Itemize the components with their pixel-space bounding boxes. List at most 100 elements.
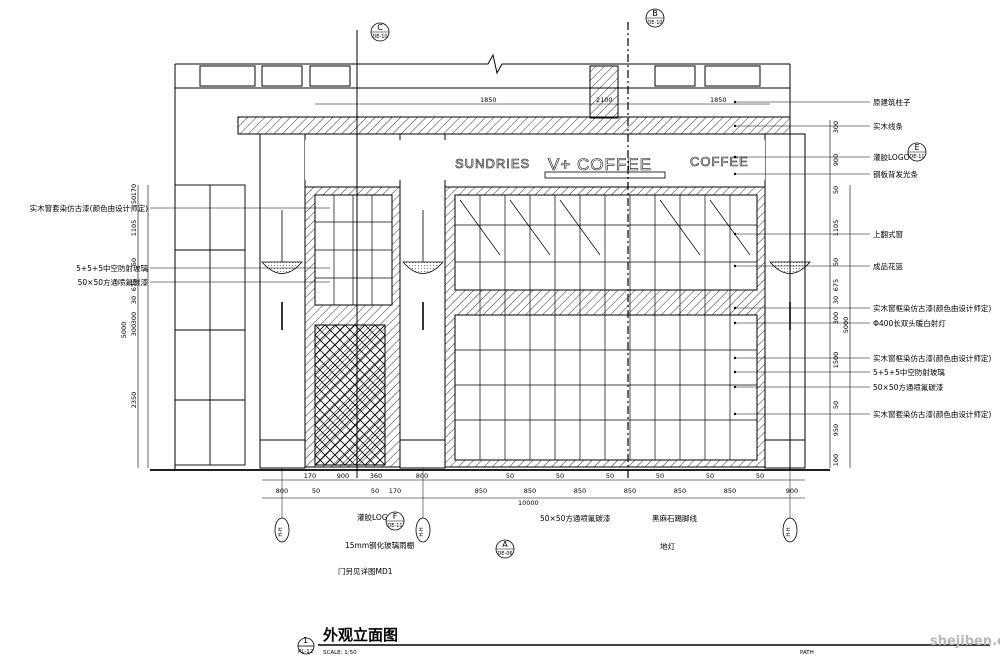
dims-right-b: 1500 50 950 100 5000 xyxy=(832,317,850,466)
dim-right-value: 675 xyxy=(832,279,840,291)
wall-lights xyxy=(281,302,791,330)
dim-left-value: 675 xyxy=(130,279,138,291)
sign-left: SUNDRIES xyxy=(455,156,530,171)
dim-bottom-value: 850 xyxy=(475,487,487,495)
path-label: PATH xyxy=(800,650,814,656)
flower-baskets xyxy=(261,210,811,274)
grid-bubble-label: H-H xyxy=(419,527,425,537)
section-bubble-letter: A xyxy=(502,540,508,549)
section-bubble-letter: C xyxy=(377,23,383,32)
sign-center: V+ COFFEE xyxy=(548,155,652,174)
dim-right-value: 50 xyxy=(832,258,840,266)
dim-bottom-value: 50 xyxy=(506,472,514,480)
dim-bottom-value: 50 xyxy=(312,487,320,495)
annotation-right-item: 钢板背发光条 xyxy=(873,169,918,179)
annotation-right-item: 实木窗框染仿古漆(颜色由设计师定) xyxy=(873,303,991,313)
dims-top: 1850 2100 1850 xyxy=(480,96,727,104)
drawing-scale: SCALE: 1:50 xyxy=(323,650,357,656)
dim-bottom-value: 850 xyxy=(674,487,686,495)
annotation-left-item: 50×50方通喷氟碳漆 xyxy=(78,277,149,287)
dim-total: 10000 xyxy=(518,499,539,507)
grid-bubble-label: H-H xyxy=(786,527,792,537)
section-bubble-sheet: DE-10 xyxy=(647,20,662,26)
dim-right-value: 950 xyxy=(832,424,840,436)
dim-left-value: 5000 xyxy=(120,322,128,339)
dim-left-value: 30 xyxy=(130,296,138,304)
section-bubble-letter: F xyxy=(393,512,398,521)
annotation-left-item: 5+5+5中空防射玻璃 xyxy=(76,263,148,273)
annotation-bottom-item: 门另见详图MD1 xyxy=(338,566,393,576)
annotation-bottom-item: 地灯 xyxy=(660,541,675,551)
sign-band: SUNDRIES V+ COFFEE COFFEE xyxy=(305,140,765,180)
dim-right-value: 50 xyxy=(832,401,840,409)
dim-left-value: 50 xyxy=(130,196,138,204)
annotation-bottom-item: 灌胶LOGO xyxy=(357,512,394,522)
dim-bottom-value: 850 xyxy=(524,487,536,495)
dim-left-value: 170 xyxy=(130,184,138,196)
annotation-right-item: 上翻式窗 xyxy=(873,229,903,239)
dim-bottom-value: 900 xyxy=(786,487,798,495)
section-bubble-letter: E xyxy=(914,143,919,152)
dim-right-value: 1500 xyxy=(832,352,840,369)
dim-right-value: 1105 xyxy=(832,220,840,237)
dims-bottom: 8001705090050360170800850508505085050850… xyxy=(276,472,798,495)
title-sheet: PL-12 xyxy=(298,649,313,655)
dim-bottom-value: 50 xyxy=(706,472,714,480)
annotation-right-item: 实木窗框染仿古漆(颜色由设计师定) xyxy=(873,353,991,363)
dim-bottom-value: 850 xyxy=(624,487,636,495)
dim-bottom-value: 900 xyxy=(337,472,349,480)
dim-bottom-value: 50 xyxy=(371,487,379,495)
dim-bottom-value: 170 xyxy=(304,472,316,480)
dim-left-value: 2350 xyxy=(130,392,138,409)
annotation-right-item: Φ400长双头暖白射灯 xyxy=(873,318,946,328)
section-bubble-letter: B xyxy=(652,9,658,18)
dim-bottom-value: 50 xyxy=(606,472,614,480)
title-number: 1 xyxy=(303,636,308,645)
dim-right-value: 300 xyxy=(832,312,840,324)
dim-bottom-value: 850 xyxy=(574,487,586,495)
annotation-right-item: 5+5+5中空防射玻璃 xyxy=(873,367,945,377)
dim-right-value: 5000 xyxy=(842,317,850,334)
dim-bottom-value: 170 xyxy=(389,487,401,495)
dim-left-value: 300 xyxy=(130,324,138,336)
dim-right-value: 30 xyxy=(832,296,840,304)
annotations-right: 原建筑柱子实木线条灌胶LOGO钢板背发光条上翻式窗成品花篮实木窗框染仿古漆(颜色… xyxy=(733,97,991,419)
dim-bottom-value: 800 xyxy=(416,472,428,480)
dim-bottom-value: 850 xyxy=(724,487,736,495)
drawing-title: 外观立面图 xyxy=(322,626,398,644)
left-wing xyxy=(174,184,246,466)
sign-right: COFFEE xyxy=(690,154,749,169)
grid-bubble-label: H-H xyxy=(278,527,284,537)
section-bubble-sheet: DE-11 xyxy=(909,154,924,160)
dim-right-value: 100 xyxy=(832,454,840,466)
dim-top-value: 1850 xyxy=(480,96,497,104)
watermark: shejiben.com xyxy=(930,634,1000,649)
dim-right-value: 50 xyxy=(832,186,840,194)
annotations-left: 实木窗套染仿古漆(颜色由设计师定) 5+5+5中空防射玻璃 50×50方通喷氟碳漆 xyxy=(30,203,330,287)
dimension-lines xyxy=(137,103,851,499)
dim-left-value: 1105 xyxy=(130,220,138,237)
section-bubble-sheet: DE-11 xyxy=(387,523,402,529)
annotation-right-item: 实木窗套染仿古漆(颜色由设计师定) xyxy=(873,409,991,419)
dim-left-value: 50 xyxy=(130,258,138,266)
dim-top-value: 1850 xyxy=(710,96,727,104)
cornice xyxy=(237,116,791,135)
storefront xyxy=(304,186,766,468)
annotation-right-item: 灌胶LOGO xyxy=(873,152,910,162)
window-grid xyxy=(315,195,757,460)
annotation-bottom-item: 50×50方通喷氟碳漆 xyxy=(540,513,611,523)
dim-bottom-value: 50 xyxy=(656,472,664,480)
dim-right-value: 300 xyxy=(832,121,840,133)
annotation-bottom-item: 15mm钢化玻璃雨棚 xyxy=(345,540,414,550)
annotation-left-item: 实木窗套染仿古漆(颜色由设计师定) xyxy=(30,203,148,213)
title-block: 1 PL-12 外观立面图 SCALE: 1:50 PATH xyxy=(297,626,990,656)
dim-top-value: 2100 xyxy=(596,96,613,104)
annotation-right-item: 原建筑柱子 xyxy=(873,97,911,107)
annotation-bottom-item: 黑麻石踢脚线 xyxy=(652,513,697,523)
